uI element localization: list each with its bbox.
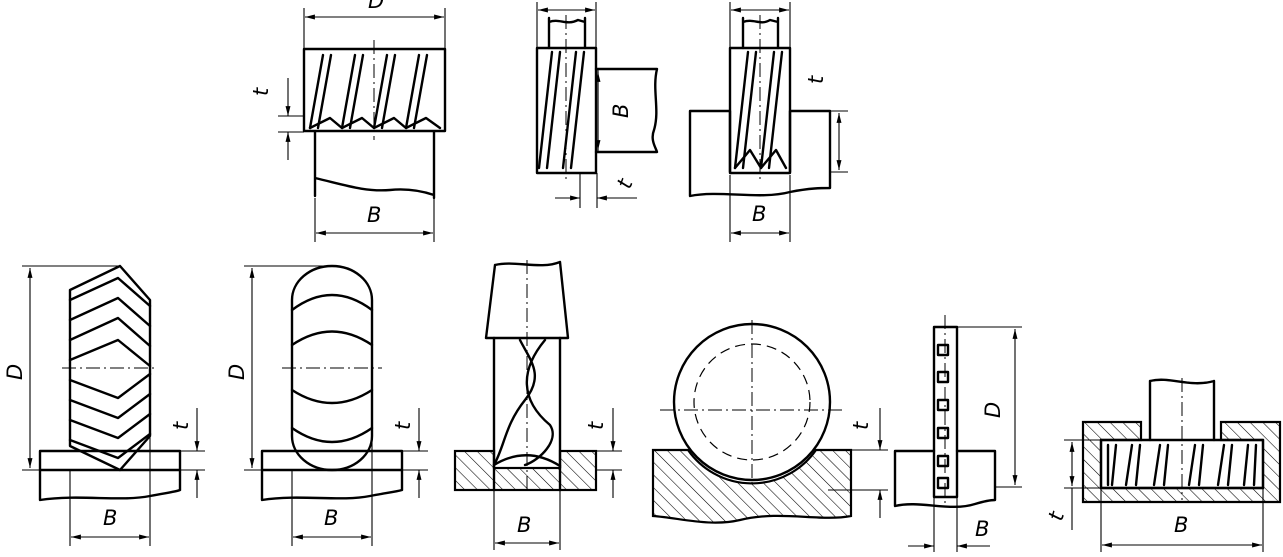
label-B: B [609, 104, 633, 118]
workpiece [594, 67, 659, 154]
fig-convex-cutter: D t B [225, 264, 428, 546]
arbor [1148, 378, 1216, 442]
dim-B [69, 436, 151, 546]
workpiece-bottom [492, 466, 562, 492]
label-B: B [103, 506, 117, 530]
dim-D [303, 8, 446, 48]
cutter-teeth [936, 343, 950, 490]
label-t: t [584, 421, 608, 430]
label-t: t [1044, 508, 1070, 523]
label-t: t [849, 421, 873, 430]
label-D: D [3, 364, 27, 380]
label-D: D [368, 0, 384, 13]
dim-t [278, 78, 304, 160]
dim-B [729, 175, 791, 242]
label-B: B [1174, 513, 1188, 537]
fig-shell-end-mill: t B [1044, 378, 1282, 552]
dim-B [908, 497, 990, 552]
dim-D-top [729, 2, 791, 48]
dim-B [493, 490, 561, 550]
label-B: B [324, 506, 338, 530]
label-D: D [981, 402, 1005, 418]
label-B: B [517, 513, 531, 537]
workpiece [893, 449, 997, 509]
fig-end-mill-slot: t B [688, 2, 848, 242]
cutter-teeth [537, 50, 586, 170]
dim-D [22, 265, 120, 471]
label-t: t [391, 421, 415, 430]
fig-disk-cutter: t [651, 320, 888, 524]
fig-cylindrical-cutter: D t B [249, 0, 447, 242]
cutter-teeth [1106, 443, 1258, 487]
label-t: t [249, 87, 273, 96]
dim-B [291, 436, 373, 546]
dim-t [830, 110, 848, 173]
flute-body [492, 336, 562, 470]
label-t: t [169, 421, 193, 430]
workpiece [651, 448, 853, 524]
cutter-teeth [308, 53, 442, 130]
fig-end-mill-side: B t [535, 2, 659, 208]
arbor [547, 16, 587, 50]
workpiece [313, 130, 436, 200]
label-B: B [975, 517, 989, 541]
workpiece [688, 109, 832, 198]
label-D: D [225, 364, 249, 380]
dim-D [957, 326, 1022, 488]
workpiece [38, 449, 182, 502]
cutter-teeth [68, 276, 152, 460]
cutter-teeth [290, 293, 374, 444]
label-B: B [752, 202, 766, 226]
workpiece-right [558, 449, 598, 492]
dim-t [596, 408, 622, 498]
label-t: t [612, 175, 638, 192]
dim-D-top [536, 2, 597, 48]
dim-B [1100, 488, 1264, 552]
label-t: t [804, 75, 828, 84]
arbor [741, 16, 780, 50]
cutter-teeth [733, 50, 788, 170]
fig-herringbone-cutter: D t B [3, 264, 205, 546]
dim-B [314, 198, 435, 242]
fig-twist-end-mill: t B [453, 260, 622, 550]
dim-t [1064, 439, 1101, 530]
dim-t [828, 408, 888, 518]
fig-disk-cutter-side: D B [893, 315, 1022, 552]
dim-t [372, 408, 428, 498]
workpiece-left [453, 449, 496, 492]
dim-D [244, 265, 332, 471]
label-B: B [367, 203, 381, 227]
dim-t [555, 173, 637, 208]
dim-t [150, 408, 205, 498]
workpiece [260, 449, 404, 502]
